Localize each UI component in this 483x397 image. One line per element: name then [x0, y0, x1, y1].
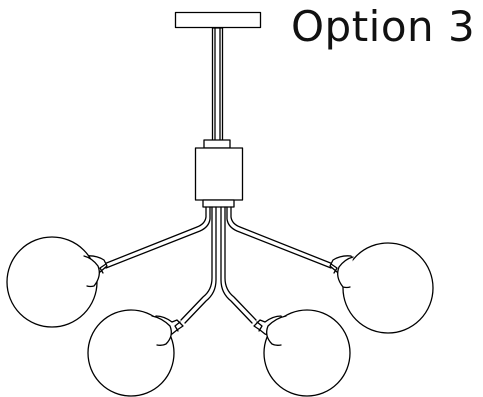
arm-lower-right	[220, 206, 257, 324]
globe-upper-left	[6, 236, 108, 328]
arm-lower-left	[180, 206, 217, 324]
globe-lower-right	[253, 309, 351, 397]
option-title: Option 3	[291, 2, 476, 51]
down-rod	[211, 27, 224, 146]
hub-body	[194, 139, 244, 208]
arm-upper-left	[103, 206, 211, 269]
ceiling-canopy	[174, 11, 262, 29]
arm-upper-right	[226, 206, 334, 269]
globe-lower-left	[87, 309, 184, 397]
globe-upper-right	[329, 242, 434, 334]
